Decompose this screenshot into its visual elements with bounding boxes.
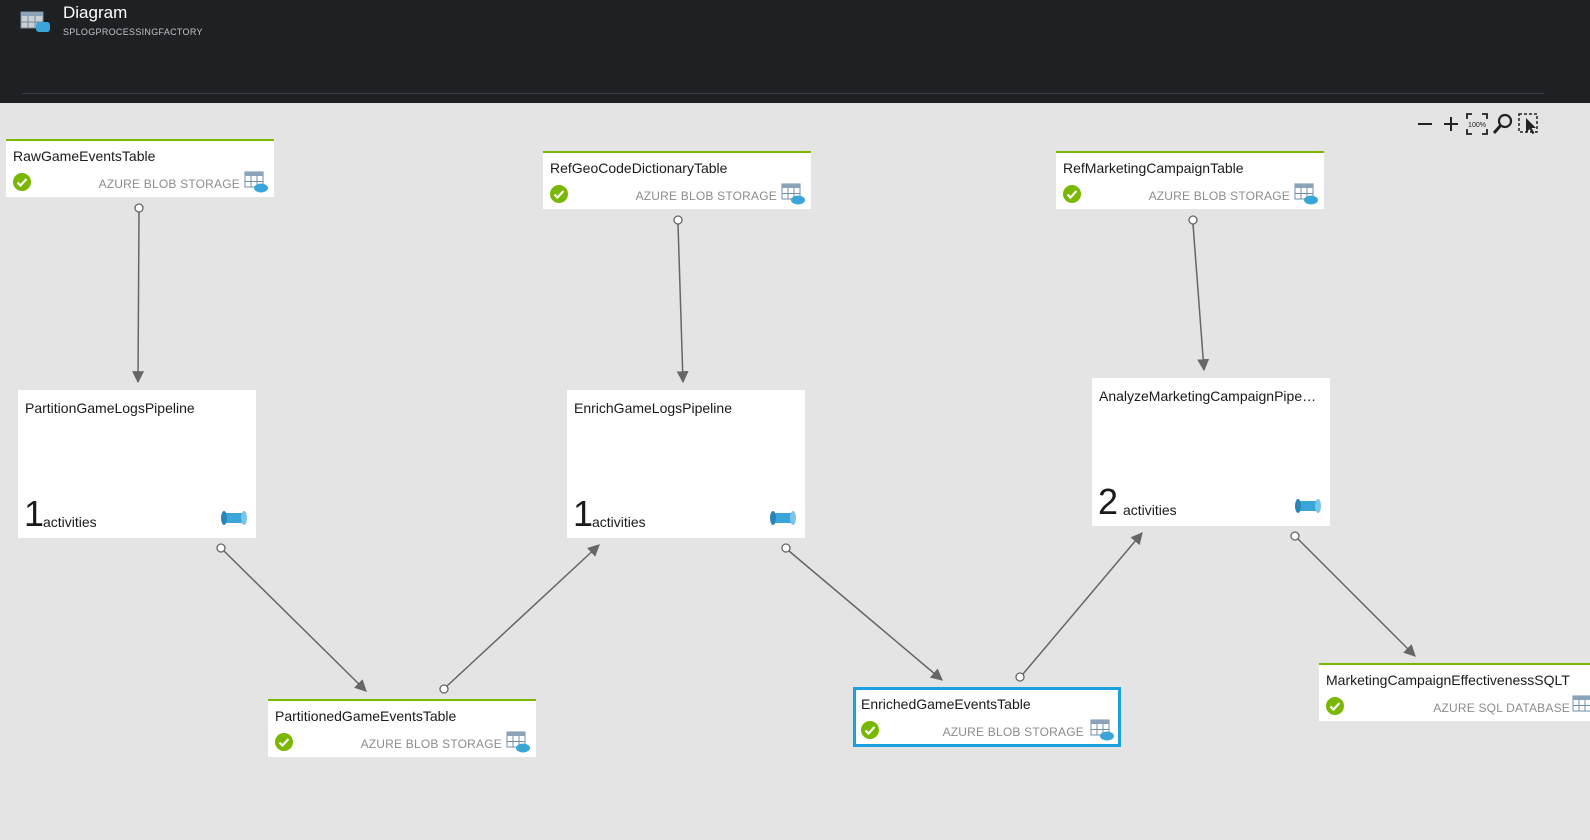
magnifier-icon [1492,113,1513,134]
activity-label: activities [1123,502,1177,518]
edge-raw-to-partition [132,211,145,384]
edge-enriched-to-analyze [1022,532,1143,675]
storage-type: AZURE BLOB STORAGE [98,177,240,191]
zoom-in-button[interactable] [1440,113,1462,135]
output-port [216,543,226,553]
check-icon [275,733,293,751]
select-mode-button[interactable] [1518,113,1540,135]
edge-analyze-to-marketing-sql [1297,538,1416,657]
zoom-100-icon: 100% [1466,113,1488,135]
dataset-name: RawGameEventsTable [13,148,156,164]
activity-count: 2 [1098,481,1119,522]
output-port [1015,672,1025,682]
blob-table-icon [506,731,530,753]
pipeline-node[interactable]: PartitionGameLogsPipeline 1 activities [18,390,256,538]
blob-table-icon [244,171,268,193]
zoom-fit-button[interactable] [1492,113,1514,135]
output-port [1188,215,1198,225]
dataset-name: PartitionedGameEventsTable [275,708,457,724]
check-icon [1326,697,1344,715]
svg-text:100%: 100% [1468,122,1486,129]
storage-type: AZURE BLOB STORAGE [360,737,502,751]
edge-marketing-to-analyze [1192,223,1210,372]
dataset-node[interactable]: RawGameEventsTable AZURE BLOB STORAGE [6,139,274,197]
blade-header: Diagram SPLOGPROCESSINGFACTORY [0,0,1590,103]
pipeline-node[interactable]: AnalyzeMarketingCampaignPipeli... 2 acti… [1092,378,1330,526]
diagram-toolbar: 100% [1414,113,1540,135]
storage-type: AZURE BLOB STORAGE [635,189,777,203]
dataset-name: RefMarketingCampaignTable [1063,160,1244,176]
blob-table-icon [1090,719,1114,741]
check-icon [13,173,31,191]
dataset-name: EnrichedGameEventsTable [861,696,1031,712]
blob-table-icon [1294,183,1318,205]
activity-label: activities [592,514,646,530]
pipeline-icon [770,511,796,525]
zoom-100-button[interactable]: 100% [1466,113,1488,135]
page-title: Diagram [63,3,128,22]
minus-icon [1418,123,1432,125]
check-icon [861,721,879,739]
output-port [439,684,449,694]
pipeline-node[interactable]: EnrichGameLogsPipeline 1 activities [567,390,805,538]
blob-table-icon [781,183,805,205]
page-subtitle: SPLOGPROCESSINGFACTORY [63,27,203,37]
activity-count: 1 [24,493,45,534]
check-icon [550,185,568,203]
check-icon [1063,185,1081,203]
edge-geo-to-enrich [676,223,689,384]
pipeline-name: PartitionGameLogsPipeline [25,400,195,416]
dataset-node[interactable]: PartitionedGameEventsTable AZURE BLOB ST… [268,699,536,757]
pipeline-name: EnrichGameLogsPipeline [574,400,732,416]
dataset-name: MarketingCampaignEffectivenessSQLT [1326,672,1570,688]
output-port [781,543,791,553]
storage-type: AZURE BLOB STORAGE [942,725,1084,739]
storage-type: AZURE SQL DATABASE [1433,701,1570,715]
pipeline-name: AnalyzeMarketingCampaignPipeli... [1099,388,1319,404]
edge-partition-to-partitioned [223,550,367,692]
dataset-node[interactable]: MarketingCampaignEffectivenessSQLT AZURE… [1319,663,1590,721]
select-cursor-icon [1518,113,1538,134]
activity-label: activities [43,514,97,530]
edge-enrich-to-enriched [788,550,943,681]
sql-table-icon [1572,695,1590,712]
dataset-node-selected[interactable]: EnrichedGameEventsTable AZURE BLOB STORA… [853,687,1121,747]
zoom-out-button[interactable] [1414,113,1436,135]
header-divider [22,93,1544,94]
data-factory-icon [20,11,50,32]
storage-type: AZURE BLOB STORAGE [1148,189,1290,203]
output-port [134,203,144,213]
dataset-node[interactable]: RefGeoCodeDictionaryTable AZURE BLOB STO… [543,151,811,209]
plus-icon [1444,117,1458,131]
edge-partitioned-to-enrich [446,544,600,687]
pipeline-icon [221,511,247,525]
pipeline-icon [1295,499,1321,513]
dataset-name: RefGeoCodeDictionaryTable [550,160,728,176]
activity-count: 1 [573,493,594,534]
output-port [1290,531,1300,541]
dataset-node[interactable]: RefMarketingCampaignTable AZURE BLOB STO… [1056,151,1324,209]
output-port [673,215,683,225]
